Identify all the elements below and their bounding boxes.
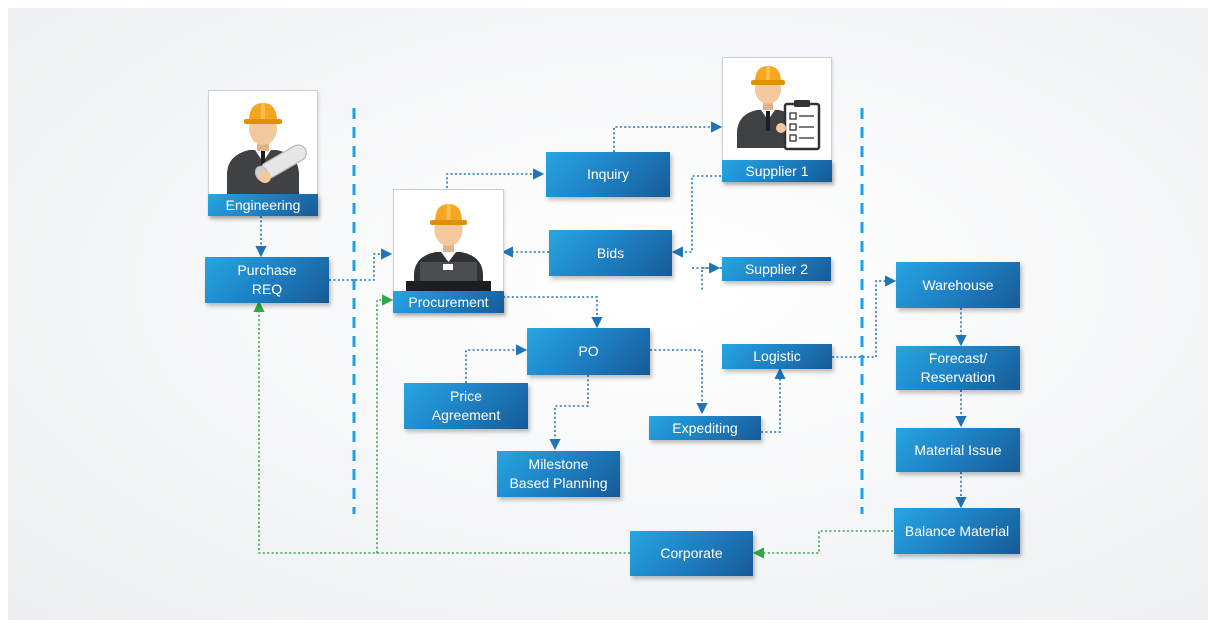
milestone-box[interactable]: Milestone Based Planning: [497, 451, 620, 497]
po-box[interactable]: PO: [527, 328, 650, 375]
logistic-box[interactable]: Logistic: [722, 344, 832, 369]
link-supplier2-expediting: [701, 267, 722, 290]
logistic-label: Logistic: [753, 348, 801, 364]
purchase-req-line2: REQ: [251, 281, 283, 297]
corporate-box[interactable]: Corporate: [630, 531, 753, 576]
link-po-expediting: [650, 349, 708, 415]
link-price-po: [465, 344, 528, 383]
purchase-req-line1: Purchase: [237, 262, 297, 278]
link-supplier-bids: [671, 175, 721, 258]
material-issue-box[interactable]: Material Issue: [896, 428, 1020, 472]
milestone-line2: Based Planning: [509, 475, 608, 491]
link-po-milestone: [549, 375, 589, 451]
price-agreement-line1: Price: [450, 388, 482, 404]
purchase-req-box[interactable]: Purchase REQ: [205, 257, 329, 303]
link-inquiry-supplier1: [613, 121, 723, 152]
engineer-worker-icon: [227, 103, 307, 195]
link-procurement-po: [503, 296, 603, 329]
material-issue-label: Material Issue: [914, 441, 1002, 458]
engineering-label: Engineering: [208, 194, 318, 216]
warehouse-box[interactable]: Warehouse: [896, 262, 1020, 308]
link-purchase-procurement: [329, 248, 393, 281]
supplier2-box[interactable]: Supplier 2: [722, 257, 831, 281]
price-agreement-box[interactable]: Price Agreement: [404, 383, 528, 429]
bids-box[interactable]: Bids: [549, 230, 672, 276]
link-logistic-warehouse: [832, 275, 897, 358]
forecast-reservation-box[interactable]: Forecast/ Reservation: [896, 346, 1020, 390]
link-corporate-purchase: [253, 300, 630, 554]
price-agreement-line2: Agreement: [431, 407, 501, 423]
link-expediting-logistic: [761, 367, 786, 433]
supplier1-label: Supplier 1: [722, 160, 832, 182]
forecast-label: Forecast/ Reservation: [920, 350, 996, 385]
supplier-clipboard-icon: [737, 66, 821, 151]
engineering-card[interactable]: Engineering: [208, 90, 318, 216]
procurement-label: Procurement: [393, 291, 504, 313]
expediting-label: Expediting: [672, 419, 738, 436]
balance-material-label: Balance Material: [904, 522, 1010, 539]
inquiry-label: Inquiry: [586, 166, 630, 182]
supplier1-card[interactable]: Supplier 1: [722, 57, 832, 182]
warehouse-label: Warehouse: [922, 276, 994, 293]
supplier2-label: Supplier 2: [744, 260, 809, 277]
po-label: PO: [578, 343, 599, 359]
balance-material-box[interactable]: Balance Material: [894, 508, 1020, 554]
procurement-officer-icon: [406, 204, 491, 292]
expediting-box[interactable]: Expediting: [649, 416, 761, 440]
inquiry-box[interactable]: Inquiry: [546, 152, 670, 197]
procurement-card[interactable]: Procurement: [393, 189, 504, 313]
link-corporate-procurement: [376, 294, 394, 553]
bids-label: Bids: [596, 244, 625, 261]
link-procurement-inquiry: [446, 168, 545, 188]
milestone-line1: Milestone: [528, 456, 589, 472]
corporate-label: Corporate: [660, 545, 723, 561]
link-balance-corporate: [752, 530, 893, 559]
